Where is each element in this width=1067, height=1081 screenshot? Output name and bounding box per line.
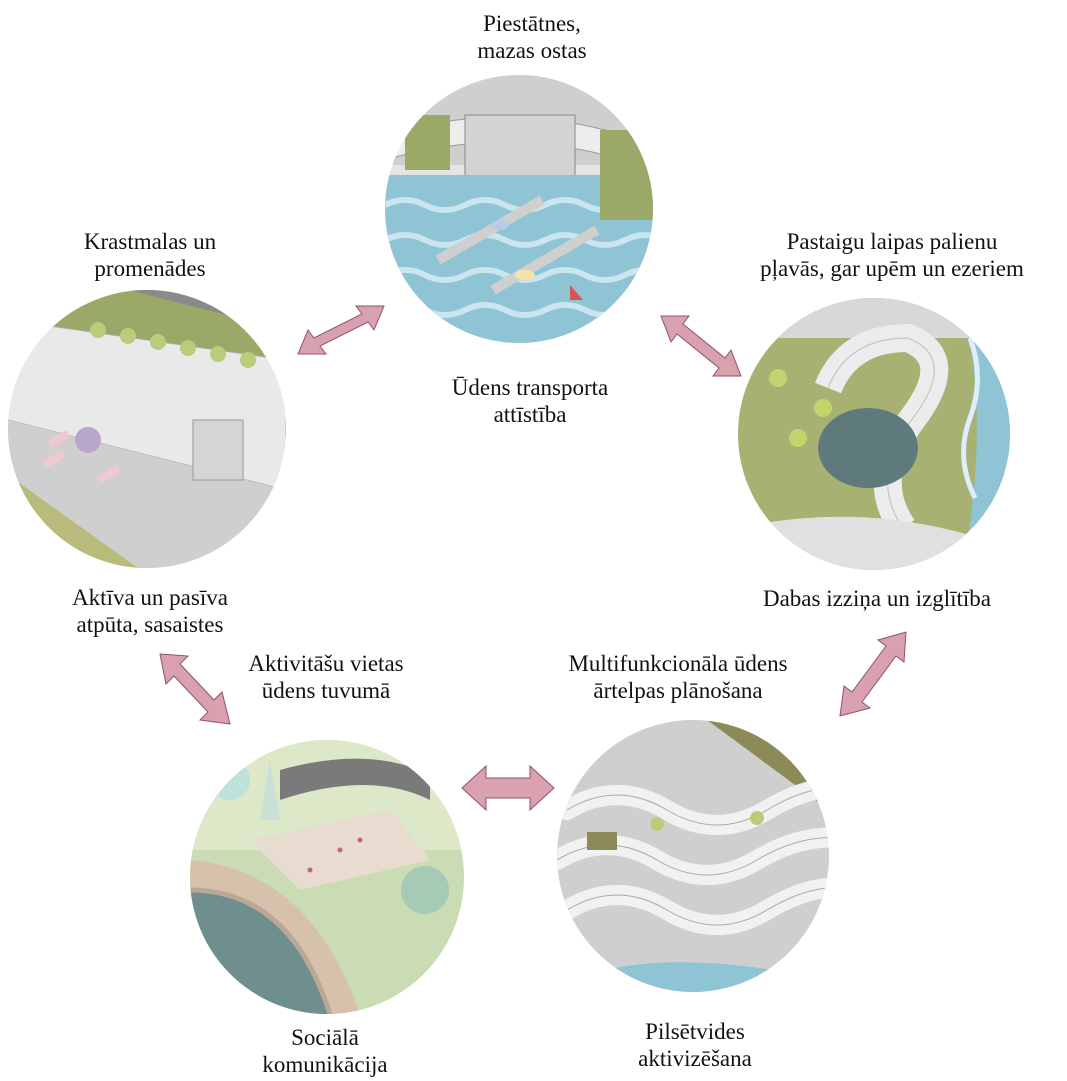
arrow-left-bottom: [156, 650, 236, 730]
arrow-left-top: [290, 300, 390, 360]
arrow-right-bottom: [832, 628, 912, 720]
boardwalk-illustration: [738, 298, 1010, 570]
arrow-bottom-horizontal: [458, 760, 558, 816]
right-caption: Dabas izziņa un izglītība: [727, 585, 1027, 612]
waterfront-plaza-illustration: [190, 740, 464, 1014]
arrow-top-right: [657, 310, 747, 382]
top-title: Piestātnes,mazas ostas: [412, 10, 652, 64]
promenade-illustration: [8, 290, 286, 568]
wave-bridges-illustration: [557, 720, 829, 992]
harbor-pier-illustration: [385, 75, 653, 343]
